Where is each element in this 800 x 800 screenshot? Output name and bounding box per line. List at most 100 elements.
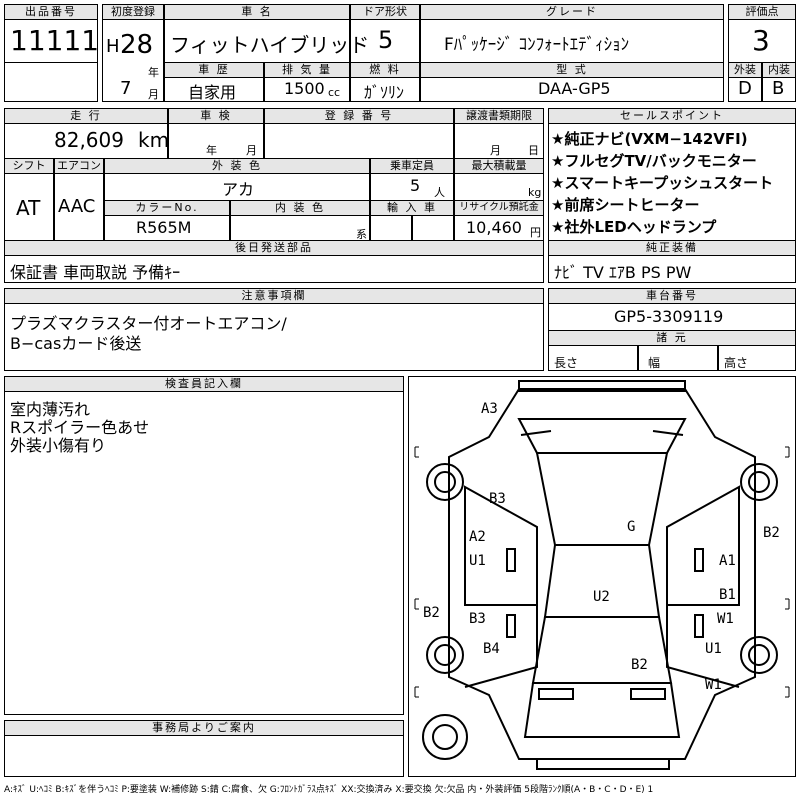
damage-mark: A1 — [719, 553, 736, 569]
ext-color-label: 外 装 色 — [104, 158, 370, 174]
first-reg-month-unit: 月 — [148, 88, 159, 101]
exterior-grade: D — [738, 78, 752, 99]
damage-mark: B3 — [469, 611, 486, 627]
score: 3 — [752, 24, 770, 57]
inspection-month-unit: 月 — [246, 144, 257, 157]
first-reg-cell — [102, 19, 164, 102]
first-reg-year: 28 — [120, 30, 154, 60]
mileage-unit: km — [138, 128, 170, 152]
displacement-cell — [264, 77, 350, 102]
sales-point-item: ★スマートキープッシュスタート — [551, 174, 774, 192]
footer-legend: A:ｷｽﾞ U:ﾍｺﾐ B:ｷｽﾞを伴うﾍｺﾐ P:要塗装 W:補修跡 S:錆 … — [4, 785, 654, 795]
interior-cell — [762, 77, 796, 102]
fuel-cell — [350, 77, 420, 102]
recycle-unit: 円 — [530, 226, 541, 239]
width-cell — [638, 345, 718, 371]
equipment-label: 純正装備 — [548, 240, 796, 256]
inspection-year-unit: 年 — [206, 144, 217, 157]
capacity: 5 — [410, 176, 421, 195]
color-no-label: カラーNo. — [104, 200, 230, 216]
grade-label: グレード — [420, 4, 724, 20]
displacement-label: 排 気 量 — [264, 62, 350, 78]
damage-mark: W1 — [717, 611, 734, 627]
notes-cell — [4, 303, 544, 371]
doors: 5 — [378, 26, 394, 54]
history: 自家用 — [188, 83, 237, 102]
displacement-unit: cc — [328, 86, 341, 99]
damage-mark: U1 — [705, 641, 722, 657]
plate-label: 登 録 番 号 — [264, 108, 454, 124]
office-cell — [4, 735, 404, 777]
displacement: 1500 — [284, 79, 325, 98]
exterior-label: 外装 — [728, 62, 762, 78]
door-label: ドア形状 — [350, 4, 420, 20]
plate-cell — [264, 123, 454, 159]
damage-diagram: A3 B3 G A2 U1 B2 A1 U2 B1 B3 W1 B2 B4 U1… — [408, 376, 796, 777]
office-label: 事務局よりご案内 — [4, 720, 404, 736]
transfer-month: 月 — [490, 144, 501, 157]
sales-point-item: ★前席シートヒーター — [551, 196, 700, 214]
int-color-suffix: 系 — [356, 228, 367, 241]
height-cell — [718, 345, 796, 371]
damage-mark: B3 — [489, 491, 506, 507]
car-name: フィットハイブリッド — [170, 33, 370, 57]
interior-grade: B — [772, 78, 785, 99]
damage-mark: B2 — [763, 525, 780, 541]
inspector-label: 検査員記入欄 — [4, 376, 404, 392]
transfer-label: 譲渡書類期限 — [454, 108, 544, 124]
later-parts-label: 後日発送部品 — [4, 240, 544, 256]
max-load-unit: kg — [528, 186, 542, 199]
inspector-line: 外装小傷有り — [10, 436, 107, 455]
shift-label: シフト — [4, 158, 54, 174]
car-name-label: 車 名 — [164, 4, 350, 20]
note-line: B−casカード後送 — [10, 334, 142, 353]
equipment: ﾅﾋﾞ TV ｴｱB PS PW — [554, 263, 692, 282]
capacity-label: 乗車定員 — [370, 158, 454, 174]
lot-number: 11111 — [10, 24, 100, 57]
inspector-cell — [4, 391, 404, 715]
score-label: 評価点 — [728, 4, 796, 20]
exterior-cell — [728, 77, 762, 102]
model: DAA-GP5 — [538, 79, 611, 98]
notes-label: 注意事項欄 — [4, 288, 544, 304]
inspection-label: 車 検 — [168, 108, 264, 124]
sales-point-item: ★純正ナビ(VXM−142VFI) — [551, 130, 748, 148]
ac-label: エアコン — [54, 158, 104, 174]
damage-mark: B2 — [631, 657, 648, 673]
length-label: 長さ — [554, 356, 579, 370]
damage-mark: W1 — [705, 677, 722, 693]
damage-mark: A3 — [481, 401, 498, 417]
recycle: 10,460 — [466, 218, 522, 237]
damage-mark: B4 — [483, 641, 500, 657]
import-cell-b — [412, 215, 454, 241]
fuel-label: 燃 料 — [350, 62, 420, 78]
grade: Fﾊﾟｯｹｰｼﾞ ｺﾝﾌｫｰﾄｴﾃﾞｨｼｮﾝ — [444, 35, 630, 55]
damage-mark: G — [627, 519, 636, 535]
mileage-label: 走 行 — [4, 108, 168, 124]
lot-number-blank — [4, 62, 98, 102]
shift: AT — [16, 196, 41, 220]
equipment-cell — [548, 255, 796, 283]
int-color-cell — [230, 215, 370, 241]
damage-mark: B2 — [423, 605, 440, 621]
car-outline — [414, 380, 790, 770]
later-parts-cell — [4, 255, 544, 283]
lot-number-label: 出品番号 — [4, 4, 98, 20]
dims-label: 諸 元 — [548, 330, 796, 346]
damage-mark: U2 — [593, 589, 610, 605]
chassis-number: GP5-3309119 — [614, 307, 724, 326]
int-color-label: 内 装 色 — [230, 200, 370, 216]
ac: AAC — [58, 196, 96, 217]
damage-mark: A2 — [469, 529, 486, 545]
history-label: 車 歴 — [164, 62, 264, 78]
model-cell — [420, 77, 724, 102]
fuel: ｶﾞｿﾘﾝ — [364, 83, 405, 102]
chassis-label: 車台番号 — [548, 288, 796, 304]
model-label: 型 式 — [420, 62, 724, 78]
interior-label: 内装 — [762, 62, 796, 78]
first-reg-label: 初度登録 — [102, 4, 164, 20]
height-label: 高さ — [724, 356, 749, 370]
sales-points-label: セールスポイント — [548, 108, 796, 124]
sales-point-item: ★社外LEDヘッドランプ — [551, 218, 717, 236]
mileage: 82,609 — [54, 128, 124, 152]
